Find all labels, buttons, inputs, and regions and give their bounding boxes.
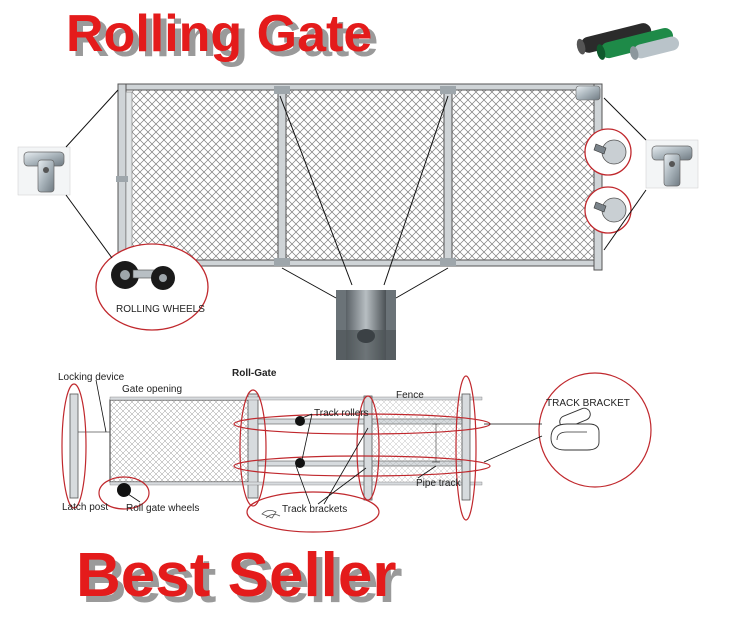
gate-panel-right <box>452 90 594 262</box>
gate-panel-left <box>132 90 280 262</box>
label-roll-gate-wheels: Roll gate wheels <box>126 503 199 514</box>
label-locking-device: Locking device <box>58 372 125 383</box>
label-track-rollers: Track rollers <box>314 408 369 419</box>
rolling-wheels-label: ROLLING WHEELS <box>116 304 205 315</box>
hinge-detail-lower <box>584 186 632 234</box>
rolling-wheels-detail: ROLLING WHEELS <box>95 243 209 331</box>
top-rail <box>119 83 603 91</box>
upright-1 <box>277 87 287 267</box>
top-pointer-lines <box>65 89 647 299</box>
gate-panel-middle <box>286 90 446 262</box>
fence-post-2 <box>461 393 471 501</box>
label-fence: Fence <box>396 390 424 401</box>
track-roller-upper <box>295 416 305 426</box>
label-latch-post: Latch post <box>62 502 108 513</box>
label-pipe-track: Pipe track <box>416 478 461 489</box>
corner-fitting-right <box>645 139 699 189</box>
roll-gate-panel <box>109 399 251 483</box>
corner-fitting-left <box>17 146 71 196</box>
track-bracket-drawing <box>550 407 600 451</box>
title-shadow: Rolling Gate <box>72 10 378 68</box>
post-base-detail <box>336 290 396 360</box>
highlight-ellipses <box>61 372 652 533</box>
bottom-diagram: Locking device Gate opening Roll-Gate Fe… <box>58 368 652 533</box>
top-gate-diagram <box>116 83 603 271</box>
right-post <box>593 83 603 271</box>
title: Rolling Gate Rolling Gate <box>66 5 378 68</box>
top-right-cap <box>575 85 601 101</box>
label-track-bracket: TRACK BRACKET <box>546 398 630 409</box>
track-roller-lower <box>295 458 305 468</box>
gate-post <box>247 393 259 499</box>
label-track-brackets: Track brackets <box>282 504 347 515</box>
roll-gate-wheel <box>117 483 131 497</box>
label-roll-gate: Roll-Gate <box>232 368 277 379</box>
upright-2 <box>443 87 453 267</box>
best-seller-banner: Best Seller Best Seller <box>76 541 403 616</box>
latch-post <box>69 393 79 499</box>
slogan: Best Seller <box>76 541 397 610</box>
pipes-image <box>576 17 680 69</box>
slogan-shadow: Best Seller <box>82 547 403 616</box>
label-gate-opening: Gate opening <box>122 384 182 395</box>
bottom-pointer-lines <box>95 379 543 505</box>
page-title: Rolling Gate <box>66 5 372 63</box>
hinge-detail-upper <box>584 128 632 176</box>
track-bracket-sketch <box>261 510 281 519</box>
